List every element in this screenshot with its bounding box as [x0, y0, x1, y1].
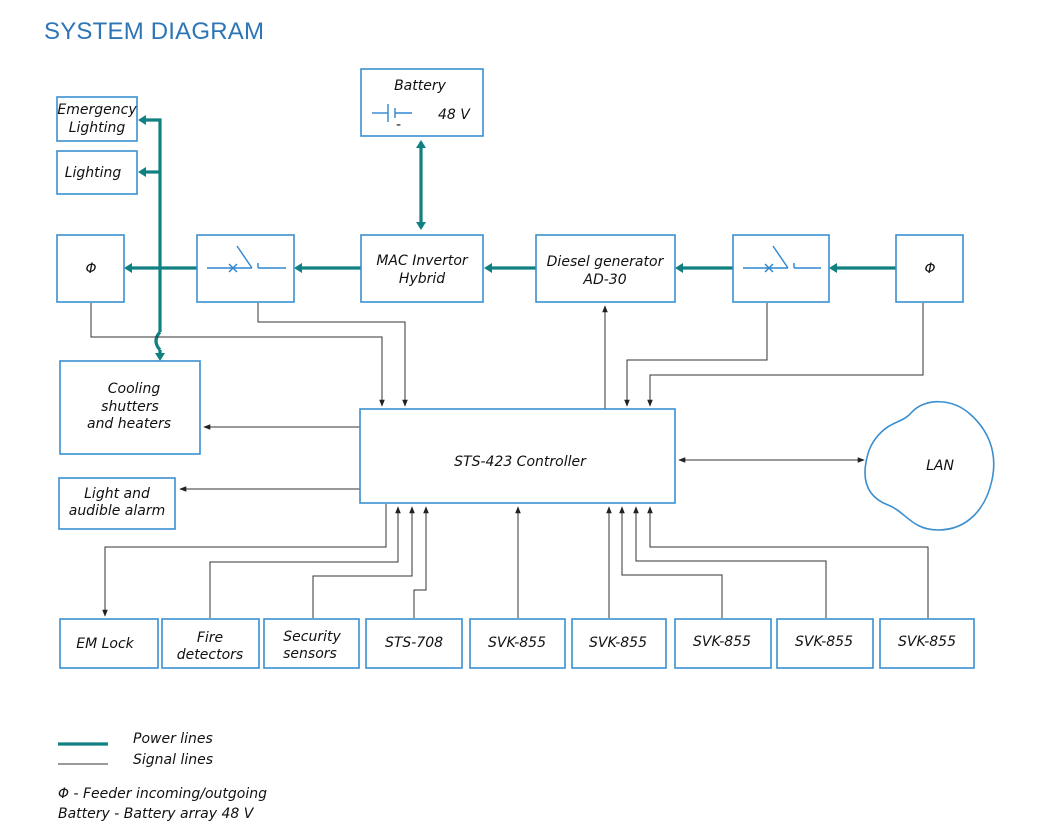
fire-detectors-box: Fire detectors [161, 618, 260, 669]
breaker-switch-icon [743, 245, 821, 273]
svg-text:MAC Invertor: MAC Invertor [376, 253, 469, 269]
svg-text:Lighting: Lighting [65, 165, 122, 181]
power-line-emergency-lighting [146, 118, 162, 268]
lighting-box: Lighting [56, 150, 138, 195]
signal-feeder-right-controller [647, 303, 924, 407]
signal-controller-em-lock [102, 504, 387, 617]
battery-label: Battery [394, 78, 447, 94]
svg-text:detectors: detectors [177, 647, 243, 663]
svg-text:Security: Security [283, 629, 341, 645]
alarm-box: Light and audible alarm [58, 477, 176, 530]
svk-855-box-1: SVK-855 [469, 618, 566, 669]
svg-text:EM Lock: EM Lock [76, 636, 134, 652]
svk-855-box-5: SVK-855 [879, 618, 975, 669]
signal-switch-left-controller [257, 303, 408, 407]
battery-voltage: 48 V [438, 107, 471, 123]
svg-text:audible alarm: audible alarm [69, 503, 166, 519]
svg-text:and heaters: and heaters [87, 416, 171, 432]
signal-security-sensors [312, 506, 415, 618]
signal-switch-right-controller [624, 303, 768, 407]
battery-symbol-icon [372, 104, 412, 122]
svg-text:Light and: Light and [84, 486, 150, 502]
diesel-generator-box: Diesel generator AD-30 [535, 234, 676, 303]
svk-855-box-4: SVK-855 [776, 618, 874, 669]
emergency-lighting-box: Emergency Lighting [56, 96, 138, 142]
mac-invertor-box: MAC Invertor Hybrid [360, 234, 484, 303]
svg-text:Diesel generator: Diesel generator [547, 254, 665, 270]
cooling-box: Cooling shutters and heaters [59, 360, 201, 455]
svg-text:shutters: shutters [101, 399, 159, 415]
signal-fire-detectors [209, 506, 401, 618]
switch-right-box [732, 234, 830, 303]
svg-text:Emergency: Emergency [57, 102, 137, 118]
svg-text:SVK-855: SVK-855 [795, 634, 853, 650]
svg-text:sensors: sensors [283, 646, 337, 662]
svg-text:SVK-855: SVK-855 [898, 634, 956, 650]
svg-text:Lighting: Lighting [69, 120, 126, 136]
svk-855-box-2: SVK-855 [571, 618, 667, 669]
svg-text:Fire: Fire [197, 630, 223, 646]
svg-text:SVK-855: SVK-855 [488, 635, 546, 651]
em-lock-box: EM Lock [59, 618, 159, 669]
svg-text:SVK-855: SVK-855 [693, 634, 751, 650]
security-sensors-box: Security sensors [263, 618, 360, 669]
svg-text:Φ: Φ [85, 261, 96, 277]
signal-svk-855-4 [633, 506, 827, 618]
svg-text:Φ: Φ [924, 261, 935, 277]
lan-cloud: LAN [864, 401, 995, 531]
legend-power-label: Power lines [133, 731, 213, 747]
legend-battery-note: Battery - Battery array 48 V [58, 806, 254, 822]
legend-signal-label: Signal lines [133, 752, 214, 768]
power-lines [124, 115, 896, 361]
svg-text:STS-423 Controller: STS-423 Controller [454, 454, 587, 470]
svg-text:LAN: LAN [926, 458, 954, 474]
controller-box: STS-423 Controller [359, 408, 676, 504]
signal-sts-708 [413, 506, 429, 618]
feeder-left-box: Φ [56, 234, 125, 303]
feeder-right-box: Φ [895, 234, 964, 303]
svg-text:Cooling: Cooling [108, 381, 161, 397]
signal-svk-855-3 [619, 506, 723, 618]
switch-left-box [196, 234, 295, 303]
battery-box: Battery - 48 V [360, 68, 484, 137]
signal-feeder-left-controller [90, 303, 385, 407]
svk-855-box-3: SVK-855 [674, 618, 772, 669]
signal-lines [90, 303, 929, 618]
signal-svk-855-5 [647, 506, 929, 618]
svg-text:SVK-855: SVK-855 [589, 635, 647, 651]
page-title: SYSTEM DIAGRAM [44, 18, 265, 45]
battery-minus-sign: - [396, 117, 401, 133]
sts-708-box: STS-708 [365, 618, 463, 669]
svg-text:AD-30: AD-30 [582, 272, 626, 288]
svg-text:Hybrid: Hybrid [399, 271, 445, 287]
svg-text:STS-708: STS-708 [385, 635, 443, 651]
breaker-switch-icon [207, 245, 286, 273]
legend-feeder-note: Φ - Feeder incoming/outgoing [58, 786, 268, 802]
